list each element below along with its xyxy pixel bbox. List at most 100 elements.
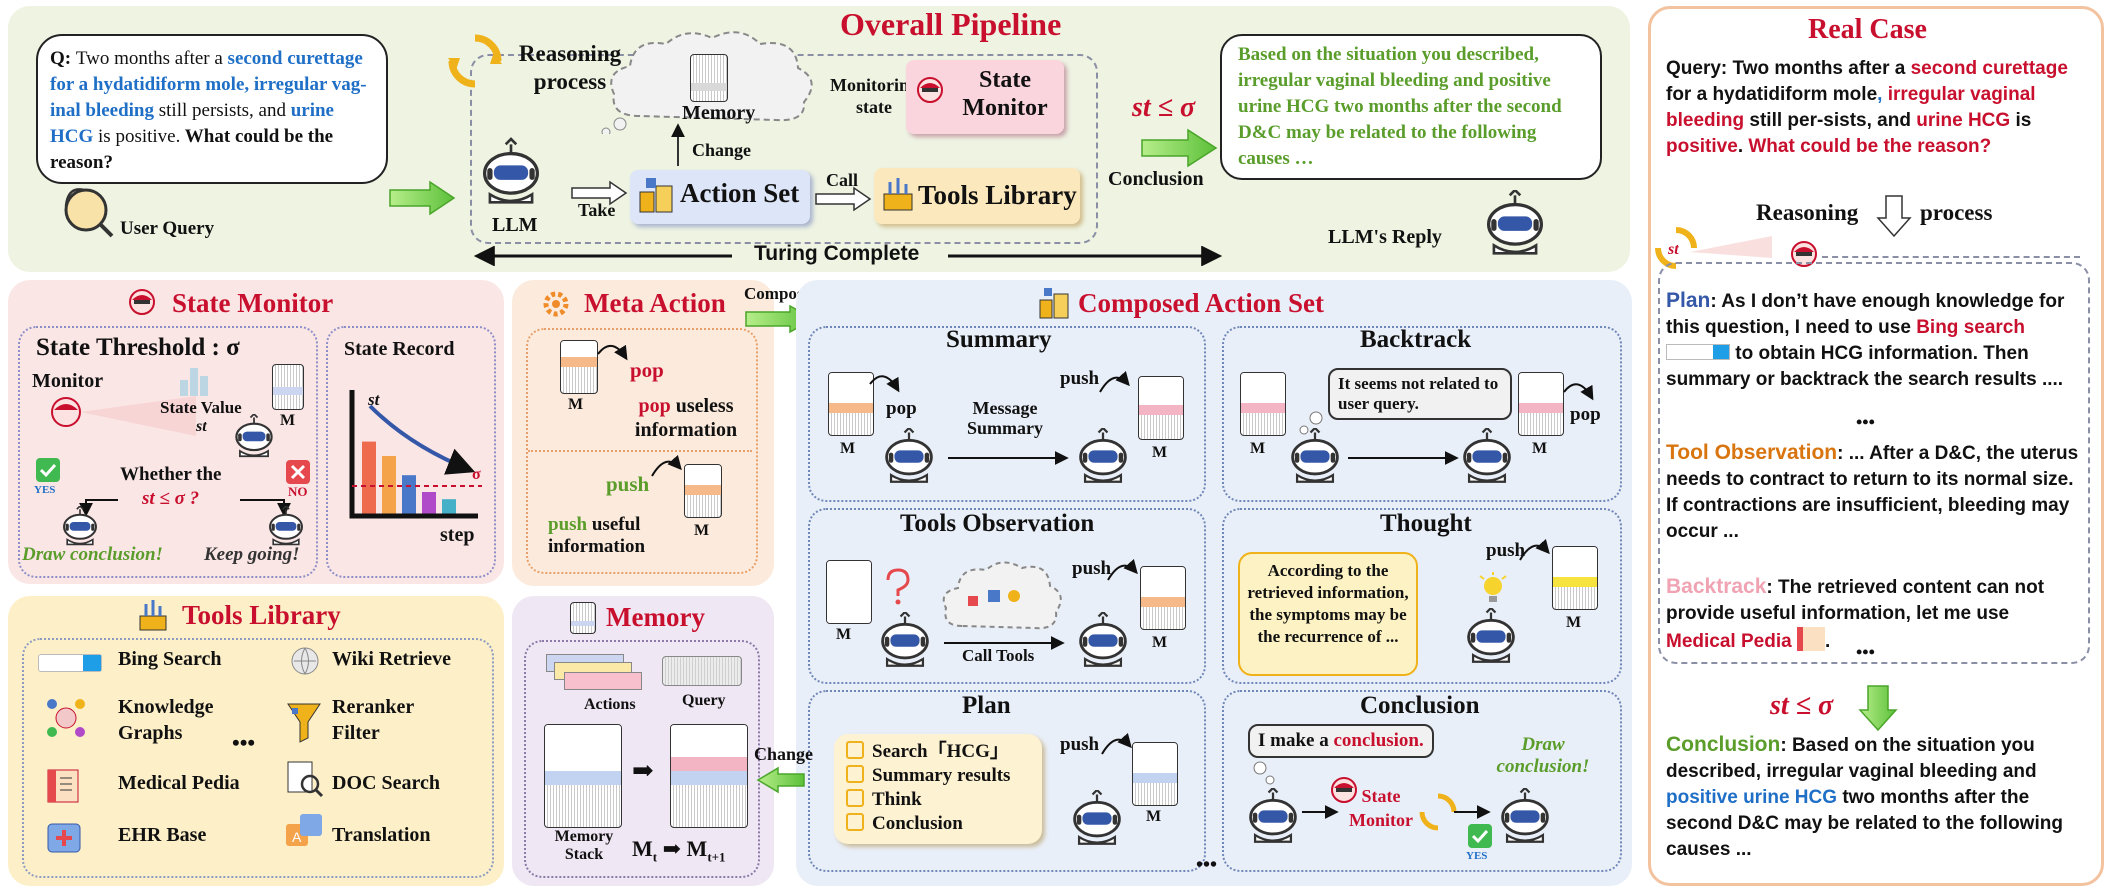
composed-title: Composed Action Set [1078,288,1325,318]
call-tools-label: Call Tools [962,646,1035,665]
state-monitor-label: State Monitor [962,67,1048,121]
conclusion-robot-right [1501,788,1549,844]
medical-pedia-icon [47,769,79,803]
thought-title: Thought [1380,510,1472,537]
tools-obs-memory-left [826,560,872,624]
user-query-label: User Query [120,218,215,239]
user-query-text: Q: Two months after a second curettage f… [50,46,380,176]
rc-c1: : Based on the situation you described, … [1666,735,2037,782]
rc-dashed-box [1658,262,2090,664]
conclusion-robot-left [1249,788,1297,844]
state-monitor-title-icon [129,289,155,315]
tools-obs-title: Tools Observation [900,510,1095,537]
rc-dots-2: ••• [1856,642,1875,662]
meta-pop-text: useless information [634,395,738,441]
change-label: Change [692,140,752,160]
conclusion-bubble-t1: I make a [1258,730,1329,751]
summary-memory-right [1138,376,1184,440]
meta-pop-label: pop [630,358,664,382]
tools-library-icon [139,600,167,631]
backtrack-title: Backtrack [1360,326,1472,353]
mt1-label: M [686,836,708,861]
draw-conclusion-label: Draw conclusion! [22,544,163,565]
meta-push-text: useful information [548,514,646,557]
state-record-bar [442,499,456,516]
plan-item: Search「HCG」 [846,740,1010,764]
meta-push-word: push [548,514,588,535]
plan-item-text: Search「HCG」 [872,741,1009,762]
tools-library-label: Tools Library [918,180,1077,210]
mt1-sub: t+1 [707,849,726,865]
meta-action-panel [512,280,774,586]
rc-query-label: Query: [1666,58,1728,79]
plan-item-text: Think [872,789,922,810]
backtrack-bubble: It seems not related to user query. [1328,368,1512,420]
thought-text: According to the retrieved information, … [1238,552,1418,676]
reply-bubble [1220,34,1602,180]
plan-title: Plan [962,692,1011,719]
conclusion-cycle-icon [1419,793,1457,831]
state-value-bars-icon [180,368,208,396]
mt-arrow: ➡ [662,836,682,861]
backtrack-robot-left [1291,428,1339,484]
state-value-label: State Value [160,398,242,417]
summary-robot-left [885,428,933,484]
monitoring-state-label: Monitoring state [830,75,918,117]
push-arrow [651,454,682,477]
meta-action-title: Meta Action [584,288,726,318]
meta-pop-memory-icon [560,340,598,394]
tools-obs-robot-right [1079,612,1127,668]
rc-q8: is [2015,110,2032,131]
user-icon [64,188,114,238]
plan-item: Conclusion [846,812,1010,836]
composed-icon [1039,288,1069,319]
conclusion-box [1222,690,1622,872]
query-label: Query [682,692,726,709]
reasoning-process-label: Reasoning process [518,41,622,94]
conclusion-arrow-1 [1302,805,1339,819]
tools-obs-robot-left [881,612,929,668]
summary-title: Summary [946,326,1052,353]
bing-search-icon [38,654,102,672]
tools-cloud [942,561,1062,630]
rc-q3: for a hydatidiform mole [1666,84,1878,105]
plan-item: Summary results [846,764,1010,788]
pipeline-title: Overall Pipeline [840,6,1062,42]
tool-item: Translation [332,824,431,846]
query-card [662,656,742,686]
conclusion-title: Conclusion [1360,692,1480,719]
summary-m-right: M [1152,444,1168,461]
rc-q11: What could be the reason? [1748,136,1992,157]
rc-c2: positive urine HCG [1666,787,1838,808]
state-m-label: M [280,412,296,429]
tool-item: EHR Base [118,824,207,846]
rc-c3: two months after the second D&C may be r… [1666,787,2063,860]
backtrack-memory-left [1240,372,1286,436]
rc-q1: Two months after a [1732,58,1906,79]
rc-q4: , [1877,84,1883,105]
call-arrow [815,186,872,212]
thought-m-label: M [1566,614,1582,631]
rc-q9: positive [1666,136,1738,157]
memory-title: Memory [606,602,705,632]
compose-label: Compose [744,284,812,303]
action-set-label: Action Set [680,178,800,208]
monitor-beam [51,396,196,436]
query-t1: Two months after a [75,48,223,69]
memory-stack-right [670,724,748,828]
pop-arrow [597,344,628,361]
rc-q7: urine HCG [1916,110,2011,131]
state-record-chart [349,390,482,519]
rc-tool-label: Tool Observation [1666,441,1838,464]
record-sigma-label: σ [472,466,481,483]
state-robot-icon [235,414,273,458]
summary-push-arrow [1099,370,1130,393]
reply-text: Based on the situation you described, ir… [1238,44,1562,169]
llm-label: LLM [492,214,538,236]
meta-pop-word: pop [638,395,671,417]
summary-robot-right [1079,428,1127,484]
query-h2: urine HCG [50,100,334,147]
pipeline-conclusion-label: Conclusion [1108,168,1204,190]
rc-back1: : The retrieved content can not provide … [1666,577,2045,624]
meta-pop-m: M [568,396,584,413]
